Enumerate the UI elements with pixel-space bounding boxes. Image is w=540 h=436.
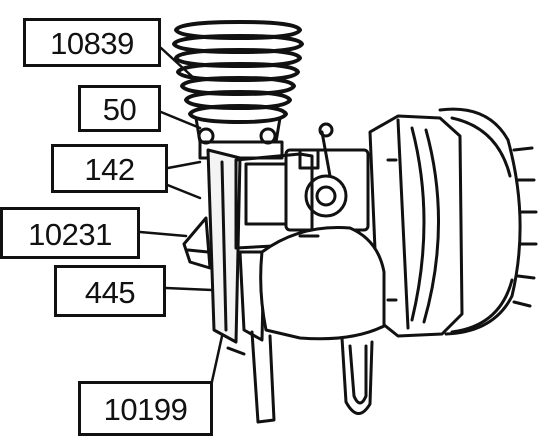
cylinder-fins	[172, 20, 304, 124]
carburettor	[284, 122, 370, 232]
part-label-445: 445	[54, 265, 166, 317]
leader-lines	[138, 46, 228, 388]
part-label-10231: 10231	[0, 207, 140, 259]
bottom-fins	[226, 330, 374, 424]
part-label-10839: 10839	[23, 18, 161, 67]
part-label-50: 50	[78, 85, 161, 132]
flywheel-housing	[368, 107, 538, 338]
crankcase	[182, 148, 314, 344]
intake-cover	[259, 226, 386, 341]
part-label-142: 142	[51, 144, 168, 193]
part-label-10199: 10199	[78, 381, 213, 436]
